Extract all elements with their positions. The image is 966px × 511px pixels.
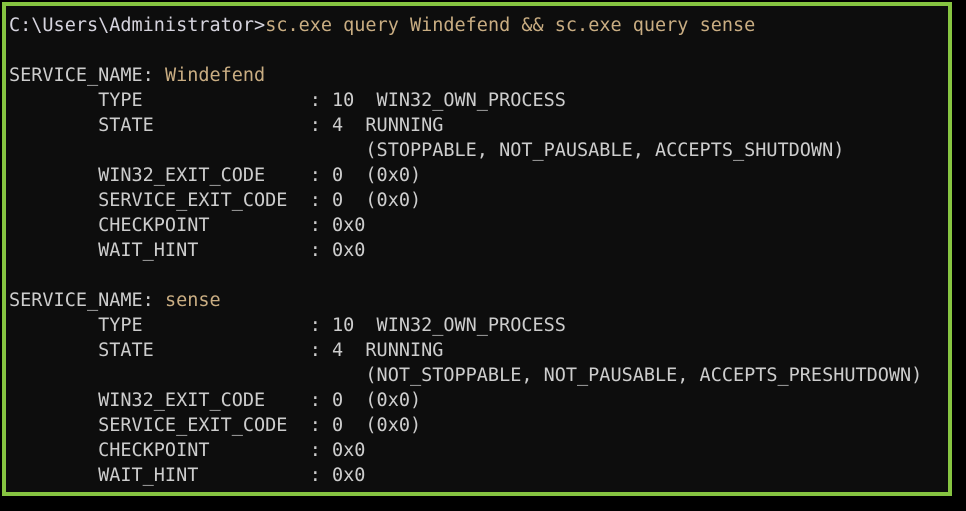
service-row-checkpoint: CHECKPOINT : 0x0 (9, 440, 366, 461)
service-name-line-windefend: SERVICE_NAME: Windefend (9, 63, 948, 88)
blank-line (9, 263, 948, 288)
service-row-wait-hint: WAIT_HINT : 0x0 (9, 465, 366, 486)
command-text: sc.exe query Windefend && sc.exe query s… (265, 15, 756, 36)
service-row-state-flags: (STOPPABLE, NOT_PAUSABLE, ACCEPTS_SHUTDO… (9, 140, 845, 161)
service-row-win32-exit-code: WIN32_EXIT_CODE : 0 (0x0) (9, 390, 422, 411)
service-row-type: TYPE : 10 WIN32_OWN_PROCESS (9, 90, 566, 111)
service-name-label: SERVICE_NAME: (9, 290, 165, 311)
service-name-line-sense: SERVICE_NAME: sense (9, 288, 948, 313)
command-line: C:\Users\Administrator>sc.exe query Wind… (9, 13, 948, 38)
service-name-value: Windefend (164, 65, 266, 86)
terminal-window[interactable]: C:\Users\Administrator>sc.exe query Wind… (2, 2, 952, 496)
prompt-path: C:\Users\Administrator> (9, 15, 266, 36)
service-name-label: SERVICE_NAME: (9, 65, 165, 86)
service-row-state: STATE : 4 RUNNING (9, 115, 444, 136)
service-row-state: STATE : 4 RUNNING (9, 340, 444, 361)
service-row-type: TYPE : 10 WIN32_OWN_PROCESS (9, 315, 566, 336)
service-row-service-exit-code: SERVICE_EXIT_CODE : 0 (0x0) (9, 415, 422, 436)
service-row-wait-hint: WAIT_HINT : 0x0 (9, 240, 366, 261)
service-row-state-flags: (NOT_STOPPABLE, NOT_PAUSABLE, ACCEPTS_PR… (9, 365, 923, 386)
service-row-win32-exit-code: WIN32_EXIT_CODE : 0 (0x0) (9, 165, 422, 186)
service-name-value: sense (164, 290, 221, 311)
service-row-service-exit-code: SERVICE_EXIT_CODE : 0 (0x0) (9, 190, 422, 211)
service-row-checkpoint: CHECKPOINT : 0x0 (9, 215, 366, 236)
blank-line (9, 38, 948, 63)
